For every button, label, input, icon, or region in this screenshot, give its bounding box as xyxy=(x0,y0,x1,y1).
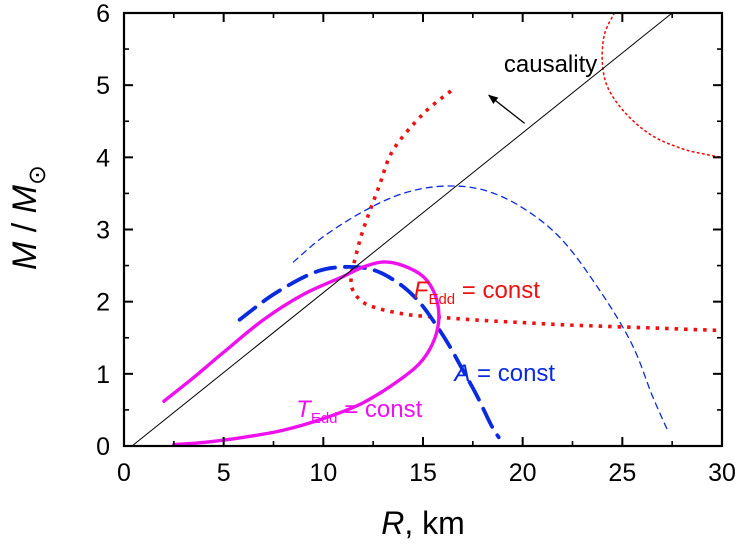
annotation-fedd-var: F xyxy=(414,277,430,304)
series-black-solid-curve xyxy=(131,13,673,446)
annotation-a-rest: = const xyxy=(470,360,555,387)
annotation-fedd-rest: = const xyxy=(455,277,540,304)
y-tick-label: 2 xyxy=(96,289,110,317)
annotation-tedd-rest: = const xyxy=(338,396,423,423)
annotation-tedd: TEdd = const xyxy=(296,396,422,427)
x-tick-label: 30 xyxy=(708,459,736,487)
x-tick-label: 5 xyxy=(217,459,231,487)
y-axis-label-m1: M xyxy=(6,241,44,270)
series-layer xyxy=(131,13,722,446)
annotation-fedd: FEdd = const xyxy=(414,277,540,308)
x-tick-label: 25 xyxy=(608,459,636,487)
x-tick-label: 20 xyxy=(509,459,537,487)
x-tick-label: 15 xyxy=(409,459,437,487)
y-axis-label-m2: M xyxy=(6,184,44,213)
series-red-dotted-curve xyxy=(349,89,722,333)
y-axis-label: M / M⊙ xyxy=(6,165,51,270)
y-tick-label: 1 xyxy=(96,361,110,389)
y-tick-label: 6 xyxy=(96,0,110,28)
series-magenta-solid-curve xyxy=(162,260,441,446)
y-axis-label-sep: / xyxy=(6,213,44,241)
annotation-a: A = const xyxy=(452,360,555,387)
causality-arrow xyxy=(487,94,526,124)
annotation-a-var: A xyxy=(452,360,470,387)
series-blue-dashed-thick-curve xyxy=(237,264,501,440)
x-tick-label: 0 xyxy=(117,459,131,487)
y-tick-label: 5 xyxy=(96,72,110,100)
y-tick-label: 4 xyxy=(96,144,110,172)
x-axis-label-rest: , km xyxy=(404,505,464,541)
annotation-tedd-sub: Edd xyxy=(311,410,338,427)
series-blue-dashed-thin-curve xyxy=(292,185,669,433)
y-tick-label: 0 xyxy=(96,433,110,461)
x-axis-label: R, km xyxy=(381,505,465,541)
y-tick-label: 3 xyxy=(96,217,110,245)
annotation-causality: causality xyxy=(504,51,597,78)
y-axis-label-sub: ⊙ xyxy=(24,165,51,185)
annotation-fedd-sub: Edd xyxy=(428,291,455,308)
x-tick-label: 10 xyxy=(309,459,337,487)
annotation-tedd-var: T xyxy=(296,396,313,423)
series-red-fine-dotted-curve xyxy=(601,13,722,159)
x-axis-label-var: R xyxy=(381,505,404,541)
